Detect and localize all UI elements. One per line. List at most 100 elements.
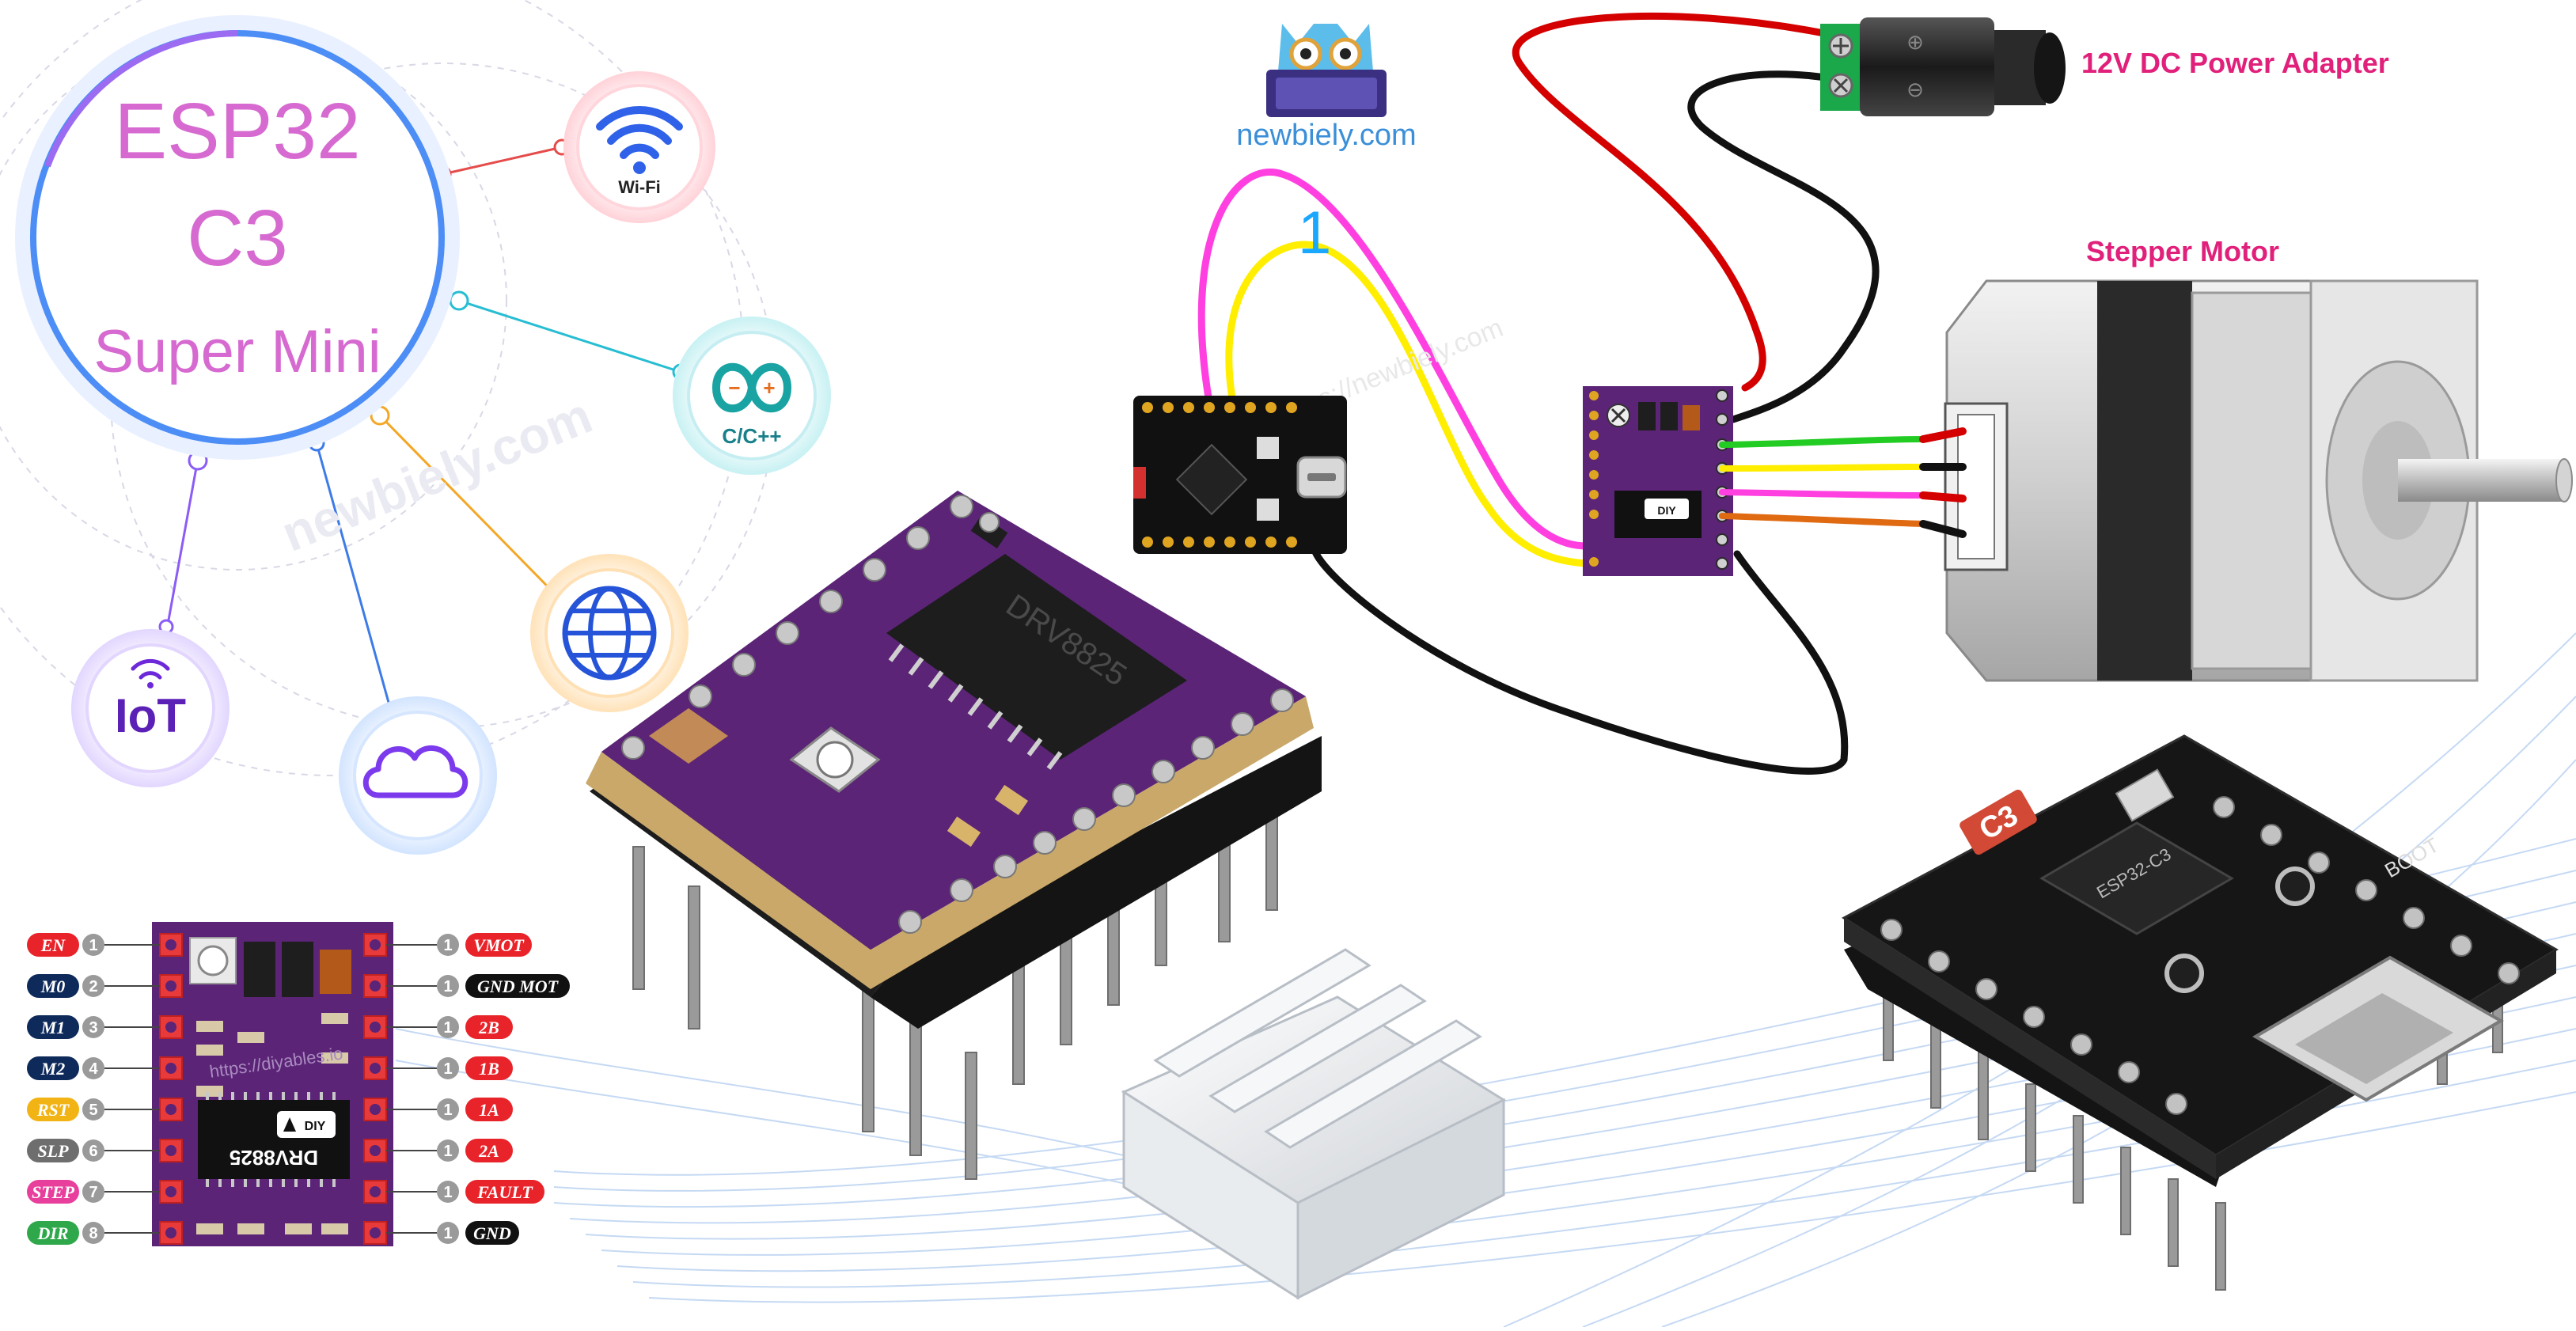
pinout-pill xyxy=(27,1015,79,1039)
stepper-motor-label: Stepper Motor xyxy=(2086,235,2279,267)
dc-power-adapter: ⊕ ⊖ xyxy=(1820,17,2066,116)
pinout-pin-name: GND MOT xyxy=(477,976,560,996)
pinout-pin-name: M2 xyxy=(40,1059,66,1079)
motor-shaft xyxy=(2398,459,2564,502)
pinout-num-circle xyxy=(82,1016,104,1038)
pinout-pin-name: EN xyxy=(40,935,66,955)
hub-title-super-mini: Super Mini xyxy=(93,318,381,385)
pinout-row-right: 1 GND xyxy=(386,1221,519,1245)
pinout-pin-name: M1 xyxy=(40,1018,66,1037)
power-wires xyxy=(1310,13,1880,775)
pinout-num-circle xyxy=(437,1057,459,1079)
pinout-pill xyxy=(465,933,532,957)
motor-wires xyxy=(1719,436,1926,527)
pinout-pill xyxy=(27,1056,79,1080)
pinout-pill xyxy=(27,1221,79,1245)
drv8825-board-top xyxy=(601,491,1306,950)
pinout-num-circle xyxy=(437,1098,459,1121)
pinout-pin-name: DIR xyxy=(36,1223,68,1243)
pinout-row-left: SLP 6 xyxy=(27,1139,160,1162)
pinout-num-circle xyxy=(82,1140,104,1162)
esp32-c3-board-small xyxy=(1133,396,1347,554)
pinout-pill xyxy=(27,974,79,998)
drv8825-module-small: DIY xyxy=(1583,386,1733,576)
pinout-pin-number: 1 xyxy=(443,978,452,995)
pinout-pin-number: 7 xyxy=(89,1184,97,1201)
pinout-pin-number: 6 xyxy=(89,1143,97,1160)
pinout-pin-number: 1 xyxy=(443,1102,452,1119)
pinout-pin-name: RST xyxy=(36,1100,70,1120)
pinout-pin-name: M0 xyxy=(40,976,66,996)
wire-number-label: 1 xyxy=(1298,199,1331,267)
cloud-icon xyxy=(339,696,497,855)
logo-text: newbiely.com xyxy=(1236,119,1416,152)
pinout-pin-name: 2A xyxy=(478,1141,499,1161)
svg-text:⊕: ⊕ xyxy=(1906,30,1924,54)
hub-title-c3: C3 xyxy=(187,194,288,283)
svg-text:+: + xyxy=(763,376,775,400)
wifi-icon: Wi-Fi xyxy=(563,71,715,223)
pinout-pill xyxy=(27,933,79,957)
pinout-pin-number: 5 xyxy=(89,1102,97,1119)
pinout-num-circle xyxy=(437,1016,459,1038)
svg-text:−: − xyxy=(728,376,740,400)
pinout-pin-number: 1 xyxy=(443,1225,452,1242)
hub-title-esp32: ESP32 xyxy=(114,87,360,176)
pinout-pill xyxy=(465,1139,513,1162)
owl-logo-icon xyxy=(1266,24,1387,117)
pinout-pin-name: STEP xyxy=(32,1182,74,1202)
pinout-row-right: 1 FAULT xyxy=(386,1180,544,1204)
pinout-pill xyxy=(465,974,570,998)
iot-icon: IoT xyxy=(71,629,230,787)
cpp-label: C/C++ xyxy=(722,424,781,448)
pinout-pin-number: 1 xyxy=(443,937,452,954)
pinout-pin-name: 1B xyxy=(479,1059,499,1079)
pinout-pin-name: GND xyxy=(473,1223,511,1243)
pinout-num-circle xyxy=(82,975,104,997)
pinout-pin-number: 3 xyxy=(89,1019,97,1037)
pinout-pin-name: SLP xyxy=(37,1141,69,1161)
pinout-pads-right xyxy=(363,933,387,1245)
pinout-diy-badge: DIY xyxy=(305,1120,326,1133)
globe-icon xyxy=(530,554,689,712)
svg-text:⊖: ⊖ xyxy=(1906,78,1924,101)
pinout-pin-number: 2 xyxy=(89,978,97,995)
pinout-pin-name: FAULT xyxy=(476,1182,533,1202)
pinout-row-left: M0 2 xyxy=(27,974,160,998)
pinout-pill xyxy=(465,1015,513,1039)
pinout-pin-name: 2B xyxy=(478,1018,499,1037)
pinout-num-circle xyxy=(437,934,459,956)
pinout-pill xyxy=(465,1180,544,1204)
svg-text:DIY: DIY xyxy=(1657,504,1676,517)
pinout-pill xyxy=(465,1098,513,1121)
pinout-num-circle xyxy=(82,1181,104,1203)
pinout-num-circle xyxy=(82,1222,104,1244)
pinout-pin-number: 1 xyxy=(443,1060,452,1078)
stepper-motor xyxy=(1919,279,2573,682)
heatsink-icon xyxy=(1121,948,1507,1300)
pinout-num-circle xyxy=(82,934,104,956)
pinout-diy-logo: DIY xyxy=(277,1111,336,1138)
pinout-pill xyxy=(27,1180,79,1204)
pinout-row-right: 1 VMOT xyxy=(386,933,532,957)
pinout-pill xyxy=(465,1056,513,1080)
signal-wires xyxy=(1197,169,1591,567)
pinout-pin-number: 8 xyxy=(89,1225,97,1242)
pinout-pin-name: 1A xyxy=(479,1100,499,1120)
pinout-num-circle xyxy=(437,975,459,997)
pinout-num-circle xyxy=(437,1181,459,1203)
pinout-pin-name: VMOT xyxy=(473,935,525,955)
drv8825-chip-body xyxy=(886,554,1187,760)
pinout-pin-number: 1 xyxy=(443,1184,452,1201)
pinout-row-right: 1 GND MOT xyxy=(386,974,570,998)
pinout-pill xyxy=(27,1098,79,1121)
pinout-num-circle xyxy=(82,1057,104,1079)
pinout-row-left: M1 3 xyxy=(27,1015,160,1039)
